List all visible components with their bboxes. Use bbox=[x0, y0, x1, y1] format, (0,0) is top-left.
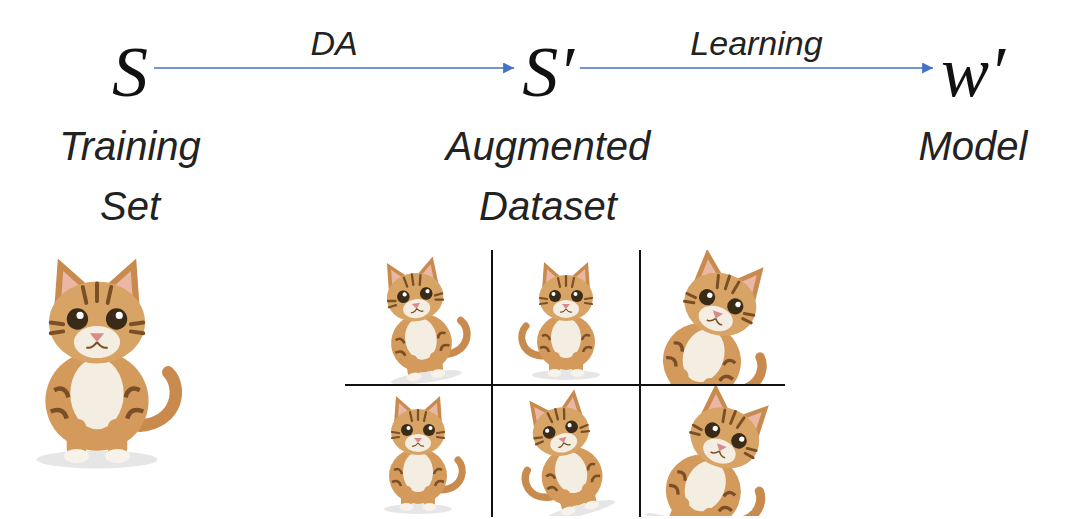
flow-arrow bbox=[154, 67, 514, 69]
illustration-part bbox=[507, 386, 617, 516]
augmented-cat bbox=[644, 386, 785, 516]
augmented-cat bbox=[522, 262, 600, 380]
node-caption: Augmented Dataset bbox=[407, 116, 689, 236]
node-caption: Model bbox=[882, 116, 1064, 176]
illustration-part bbox=[642, 250, 785, 384]
illustration-part bbox=[644, 386, 785, 516]
illustration-part bbox=[642, 250, 785, 384]
edge-label: Learning bbox=[687, 25, 825, 62]
augmented-cat bbox=[374, 253, 473, 384]
grid-line bbox=[639, 250, 641, 517]
set-symbol: S bbox=[112, 36, 148, 108]
edge-label: DA bbox=[307, 25, 360, 62]
diagram-node: S′ Augmented Dataset bbox=[407, 36, 689, 236]
illustration-part bbox=[374, 253, 473, 384]
diagram-node: w′ Model bbox=[882, 36, 1064, 176]
set-symbol: w′ bbox=[941, 36, 1005, 108]
grid-line bbox=[491, 250, 493, 517]
grid-line bbox=[345, 384, 785, 386]
illustration-part bbox=[384, 396, 462, 514]
illustration-part bbox=[384, 396, 462, 514]
set-symbol: S′ bbox=[522, 36, 574, 108]
illustration-part bbox=[522, 262, 600, 380]
flow-arrow bbox=[580, 67, 933, 69]
illustration-part bbox=[644, 386, 785, 516]
augmented-cat bbox=[642, 250, 785, 384]
augmented-cat bbox=[384, 396, 462, 514]
illustration-part bbox=[374, 253, 473, 384]
augmented-cat bbox=[507, 386, 617, 516]
diagram-node: S Training Set bbox=[29, 36, 231, 236]
node-caption: Training Set bbox=[29, 116, 231, 236]
cat-photo bbox=[36, 258, 175, 468]
illustration-part bbox=[507, 386, 617, 516]
illustration-part bbox=[522, 262, 600, 380]
